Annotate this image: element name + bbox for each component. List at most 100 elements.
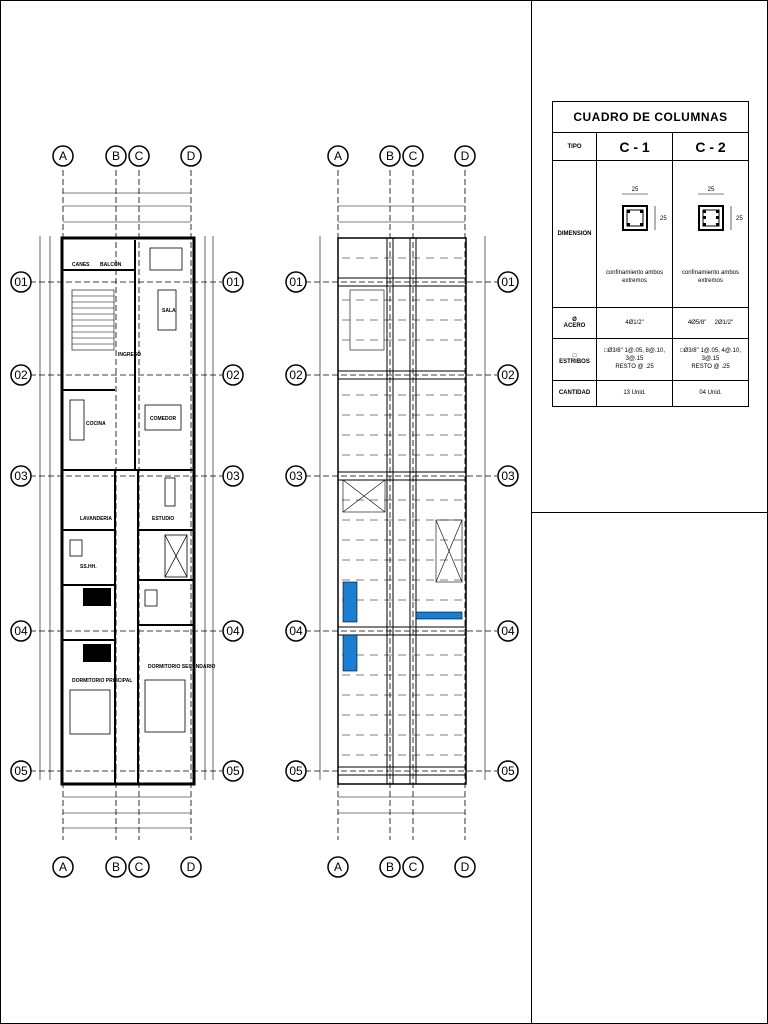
room-label-estudio: ESTUDIO (152, 516, 174, 522)
axis-bubble-c-bottom-2: C (402, 856, 424, 878)
svg-text:B: B (112, 149, 120, 163)
axis-bubble-b-bottom-2: B (379, 856, 401, 878)
svg-text:04: 04 (501, 624, 515, 638)
axis-bubble-03-left-2: 03 (285, 465, 307, 487)
svg-text:B: B (112, 860, 120, 874)
axis-bubble-c-top: C (128, 145, 150, 167)
svg-text:01: 01 (226, 275, 240, 289)
row-label-estribos: □ ESTRIBOS (552, 337, 597, 381)
row-label-dimension: DIMENSION (552, 160, 597, 308)
note-c2: confinamiento ambos extremos (681, 269, 740, 284)
axis-bubble-02-left-2: 02 (285, 364, 307, 386)
svg-text:25: 25 (660, 216, 667, 222)
svg-text:03: 03 (289, 469, 303, 483)
svg-text:03: 03 (501, 469, 515, 483)
svg-text:A: A (334, 860, 342, 874)
axis-bubble-04-left: 04 (10, 620, 32, 642)
row-label-acero: Ø ACERO (552, 306, 597, 339)
svg-text:01: 01 (501, 275, 515, 289)
estribos-c1: □Ø3/8" 1@.05, 8@.10, 3@.15 RESTO @ .25 (596, 337, 673, 381)
svg-text:02: 02 (226, 368, 240, 382)
axis-bubble-02-left: 02 (10, 364, 32, 386)
svg-text:D: D (461, 149, 470, 163)
svg-text:C: C (135, 860, 144, 874)
svg-text:D: D (187, 149, 196, 163)
room-label-canes: CANES (72, 262, 90, 268)
room-label-cocina: COCINA (86, 421, 106, 427)
svg-text:02: 02 (14, 368, 28, 382)
room-label-ingreso: INGRESO (118, 352, 141, 358)
note-c1: confinamiento ambos extremos (605, 269, 664, 284)
room-label-ss-hh: SS.HH. (80, 564, 97, 570)
column-schedule: CUADRO DE COLUMNAS TIPO C - 1 C - 2 DIME… (552, 101, 749, 408)
svg-text:01: 01 (289, 275, 303, 289)
axis-bubble-03-right-2: 03 (497, 465, 519, 487)
svg-text:A: A (59, 860, 67, 874)
svg-text:25: 25 (631, 187, 638, 193)
room-label-dormitorio-principal: DORMITORIO PRINCIPAL (72, 678, 132, 684)
svg-text:D: D (461, 860, 470, 874)
axis-bubble-a-top: A (52, 145, 74, 167)
axis-bubble-01-left: 01 (10, 271, 32, 293)
axis-bubble-01-left-2: 01 (285, 271, 307, 293)
axis-bubble-02-right-2: 02 (497, 364, 519, 386)
column-type-c1: C - 1 (596, 131, 673, 162)
column-type-c2: C - 2 (672, 131, 749, 162)
axis-bubble-d-top-2: D (454, 145, 476, 167)
room-label-lavanderia: LAVANDERIA (80, 516, 112, 522)
svg-text:01: 01 (14, 275, 28, 289)
axis-bubble-a-top-2: A (327, 145, 349, 167)
svg-text:04: 04 (14, 624, 28, 638)
acero-c1: 4Ø1/2" (596, 306, 673, 339)
axis-bubble-a-bottom: A (52, 856, 74, 878)
axis-bubble-c-top-2: C (402, 145, 424, 167)
row-label-cantidad: CANTIDAD (552, 379, 597, 408)
axis-bubble-01-right: 01 (222, 271, 244, 293)
estribos-c2: □Ø3/8" 1@.05, 4@.10, 3@.15 RESTO @ .25 (672, 337, 749, 381)
svg-text:03: 03 (14, 469, 28, 483)
svg-text:02: 02 (289, 368, 303, 382)
structural-framing-plan: A B C D A B C D 01 02 03 04 05 01 02 03 … (285, 145, 519, 878)
title-block-lower-divider (531, 512, 768, 513)
svg-text:A: A (59, 149, 67, 163)
svg-text:B: B (386, 149, 394, 163)
axis-bubble-d-bottom-2: D (454, 856, 476, 878)
svg-text:C: C (135, 149, 144, 163)
row-label-tipo: TIPO (552, 131, 597, 162)
architectural-floor-plan: CANES BALCON INGRESO SALA COCINA COMEDOR… (10, 145, 519, 878)
acero-c2: 4Ø5/8" 2Ø1/2" (672, 306, 749, 339)
svg-text:02: 02 (501, 368, 515, 382)
svg-text:05: 05 (14, 764, 28, 778)
svg-text:C: C (409, 149, 418, 163)
svg-text:05: 05 (289, 764, 303, 778)
axis-bubble-05-left-2: 05 (285, 760, 307, 782)
svg-text:C: C (409, 860, 418, 874)
svg-text:D: D (187, 860, 196, 874)
axis-bubble-05-right-2: 05 (497, 760, 519, 782)
room-label-sala: SALA (162, 308, 176, 314)
axis-bubble-03-left: 03 (10, 465, 32, 487)
axis-bubble-05-right: 05 (222, 760, 244, 782)
axis-bubble-04-right: 04 (222, 620, 244, 642)
svg-text:04: 04 (226, 624, 240, 638)
svg-text:A: A (334, 149, 342, 163)
schedule-title: CUADRO DE COLUMNAS (552, 101, 749, 133)
axis-bubble-b-bottom: B (105, 856, 127, 878)
axis-bubble-05-left: 05 (10, 760, 32, 782)
axis-bubble-01-right-2: 01 (497, 271, 519, 293)
svg-text:05: 05 (501, 764, 515, 778)
svg-text:03: 03 (226, 469, 240, 483)
svg-text:25: 25 (707, 187, 714, 193)
cantidad-c1: 13 Unid. (596, 379, 673, 408)
axis-bubble-04-right-2: 04 (497, 620, 519, 642)
svg-text:B: B (386, 860, 394, 874)
section-c1: 25 25 confinamiento ambos extremos (596, 160, 673, 308)
axis-bubble-d-bottom: D (180, 856, 202, 878)
axis-bubble-b-top-2: B (379, 145, 401, 167)
room-label-comedor: COMEDOR (150, 416, 177, 422)
svg-text:05: 05 (226, 764, 240, 778)
column-section-c1-icon: 25 25 (621, 187, 667, 231)
axis-bubble-c-bottom: C (128, 856, 150, 878)
axis-bubble-d-top: D (180, 145, 202, 167)
room-label-dormitorio-secundario: DORMITORIO SECUNDARIO (148, 664, 216, 670)
